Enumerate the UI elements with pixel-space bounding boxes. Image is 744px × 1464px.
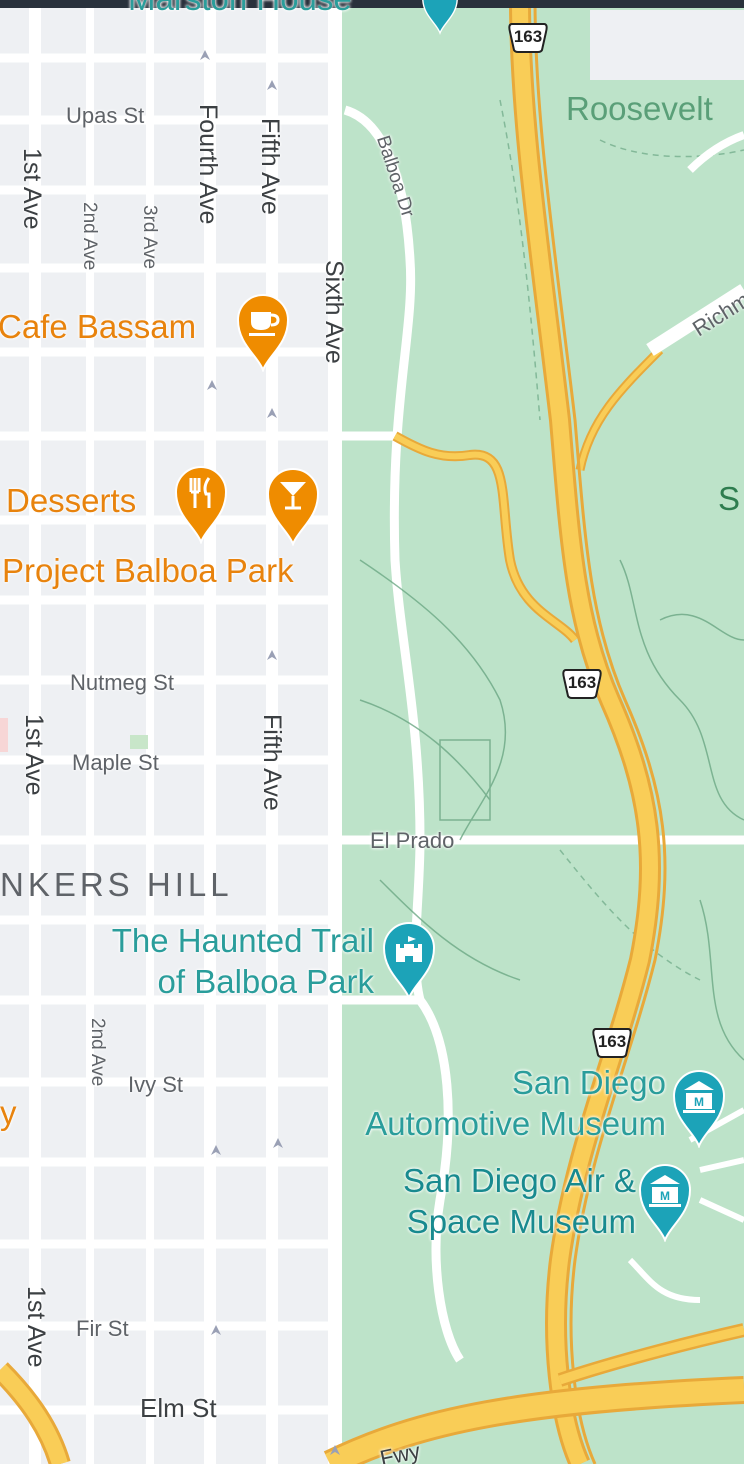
poi-label-line: of Balboa Park bbox=[157, 963, 374, 1000]
street-label-sixth-ave: Sixth Ave bbox=[320, 260, 348, 364]
street-label-ivy: Ivy St bbox=[128, 1072, 184, 1097]
svg-text:M: M bbox=[694, 1095, 704, 1109]
street-label-fourth-ave: Fourth Ave bbox=[194, 104, 222, 225]
poi-label-partial: y bbox=[0, 1094, 17, 1131]
poi-label-air-space-museum[interactable]: San Diego Air & Space Museum bbox=[330, 1160, 636, 1242]
top-status-strip bbox=[0, 0, 744, 8]
poi-label-project-balboa-park[interactable]: Project Balboa Park bbox=[2, 552, 294, 589]
poi-label-line: Space Museum bbox=[406, 1203, 636, 1240]
poi-label-line: San Diego Air & bbox=[403, 1162, 636, 1199]
street-label-1st-ave: 1st Ave bbox=[20, 714, 48, 796]
park-label-partial: S bbox=[718, 480, 741, 517]
cocktail-glass-icon[interactable] bbox=[264, 464, 322, 551]
street-label-upas: Upas St bbox=[66, 103, 145, 128]
coffee-cup-icon[interactable] bbox=[234, 290, 292, 377]
poi-label-marston-house[interactable]: Marston House bbox=[128, 0, 352, 19]
museum-icon[interactable] bbox=[420, 0, 460, 47]
street-label-fifth-ave: Fifth Ave bbox=[258, 714, 286, 811]
poi-label-cafe-bassam[interactable]: Cafe Bassam bbox=[0, 308, 197, 345]
museum-icon[interactable]: M bbox=[636, 1160, 694, 1247]
street-label-3rd-ave: 3rd Ave bbox=[139, 205, 160, 270]
street-label-1st-ave: 1st Ave bbox=[22, 1286, 50, 1368]
balboa-dr-road bbox=[343, 105, 464, 1363]
street-label-2nd-ave: 2nd Ave bbox=[87, 1018, 108, 1087]
route-163-shield[interactable]: 163 bbox=[562, 668, 602, 700]
museum-icon[interactable]: M bbox=[670, 1066, 728, 1153]
route-number-label: 163 bbox=[513, 27, 543, 46]
fork-knife-icon[interactable] bbox=[172, 462, 230, 549]
route-163-shield[interactable]: 163 bbox=[508, 22, 548, 54]
route-number-label: 163 bbox=[597, 1032, 627, 1051]
street-label-1st-ave: 1st Ave bbox=[18, 148, 46, 230]
svg-text:M: M bbox=[660, 1189, 670, 1203]
street-label-fifth-ave: Fifth Ave bbox=[256, 118, 284, 215]
street-label-elm: Elm St bbox=[140, 1393, 217, 1423]
poi-label-line: The Haunted Trail bbox=[111, 922, 374, 959]
poi-label-desserts[interactable]: Desserts bbox=[6, 482, 137, 519]
street-label-2nd-ave: 2nd Ave bbox=[79, 202, 100, 271]
street-label-fir: Fir St bbox=[76, 1316, 129, 1341]
street-label-nutmeg: Nutmeg St bbox=[70, 670, 174, 695]
poi-label-automotive-museum[interactable]: San Diego Automotive Museum bbox=[280, 1062, 666, 1144]
castle-icon[interactable] bbox=[380, 918, 438, 1005]
route-number-label: 163 bbox=[567, 673, 597, 692]
poi-label-line: Automotive Museum bbox=[365, 1105, 666, 1142]
park-label-roosevelt: Roosevelt bbox=[566, 90, 713, 127]
street-label-maple: Maple St bbox=[72, 750, 159, 775]
poi-label-line: San Diego bbox=[511, 1064, 666, 1101]
route-163-shield[interactable]: 163 bbox=[592, 1027, 632, 1059]
street-label-el-prado: El Prado bbox=[370, 828, 455, 853]
poi-label-haunted-trail[interactable]: The Haunted Trail of Balboa Park bbox=[40, 920, 374, 1002]
neighborhood-label: NKERS HILL bbox=[0, 866, 233, 903]
